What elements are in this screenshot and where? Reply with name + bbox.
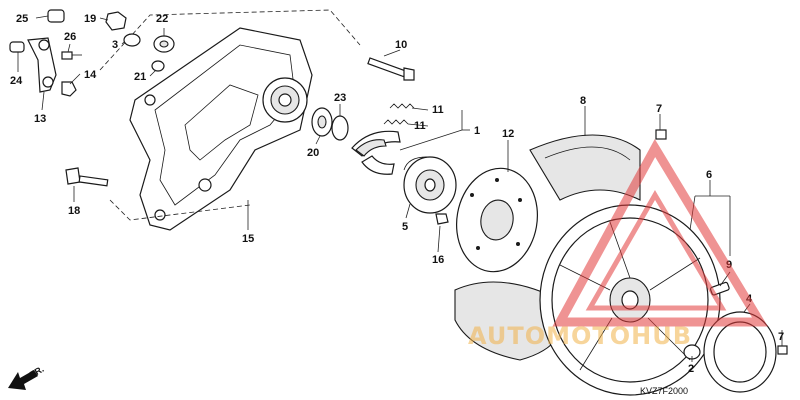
callout-8: 8 (580, 95, 586, 107)
callout-20: 20 (307, 147, 319, 159)
callout-21: 21 (134, 71, 146, 83)
nut-14 (61, 81, 77, 97)
callout-22: 22 (156, 13, 168, 25)
callout-23: 23 (334, 92, 346, 104)
spring-11-upper (389, 103, 415, 109)
bolt-26 (61, 51, 82, 60)
callout-6: 6 (706, 169, 712, 181)
callout-14: 14 (84, 69, 97, 81)
bearing-20 (311, 107, 333, 137)
shock-bracket-13 (27, 37, 57, 93)
brake-shoe-set-1 (351, 130, 401, 175)
callout-24: 24 (10, 75, 23, 87)
bolt-7-lower (777, 345, 788, 355)
callout-13: 13 (34, 113, 46, 125)
callout-5: 5 (402, 221, 408, 233)
front-direction-arrow: FR. (8, 364, 46, 390)
callout-18: 18 (68, 205, 80, 217)
nut-19 (105, 11, 127, 31)
collar-24 (9, 41, 25, 53)
callout-15: 15 (242, 233, 254, 245)
callout-10: 10 (395, 39, 407, 51)
tire-8 (529, 134, 641, 201)
brake-disc-12 (455, 167, 539, 273)
callout-11-upper: 11 (432, 104, 444, 116)
callout-16: 16 (432, 254, 444, 266)
callout-7-upper: 7 (656, 103, 662, 115)
brake-panel-5 (403, 156, 457, 214)
bolt-16 (435, 213, 449, 225)
diagram-code: KVZ7F2000 (640, 386, 688, 396)
callout-3: 3 (112, 39, 118, 51)
washer-3 (123, 33, 141, 47)
bushing-25 (47, 9, 65, 23)
swingarm-part (129, 27, 313, 231)
bolt-10 (367, 57, 415, 81)
bushing-21 (151, 60, 165, 72)
pulser-ring-4 (703, 311, 777, 393)
callout-25: 25 (16, 13, 28, 25)
direction-label: FR. (28, 364, 46, 380)
seal-23 (331, 115, 349, 141)
callout-7-lower: 7 (778, 331, 784, 343)
callout-12: 12 (502, 128, 514, 140)
bolt-18 (65, 167, 109, 187)
callout-19: 19 (84, 13, 96, 25)
bearing-22 (153, 35, 175, 53)
watermark-logo: AUTOMOTOHUB (468, 138, 768, 350)
callout-1: 1 (474, 125, 480, 137)
callout-26: 26 (64, 31, 76, 43)
callout-2: 2 (688, 363, 694, 375)
watermark-text: AUTOMOTOHUB (468, 322, 692, 350)
bolt-7-upper (655, 129, 667, 140)
spring-11-lower (383, 119, 409, 125)
callout-11-lower: 11 (414, 120, 426, 132)
